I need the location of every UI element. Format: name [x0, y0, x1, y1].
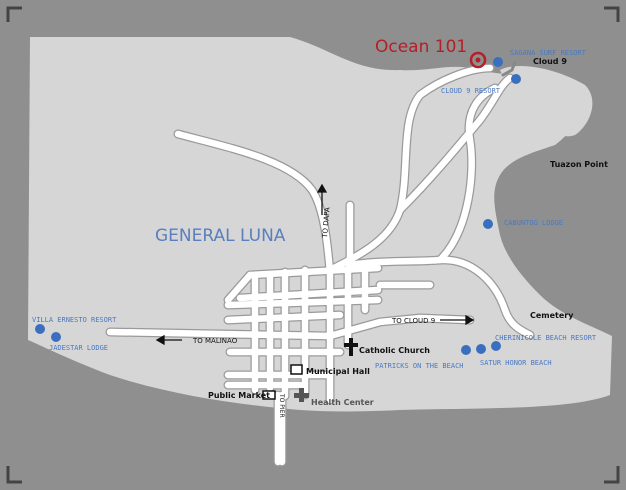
label-to-dapa: TO DAPA — [321, 207, 332, 239]
resort-dot-icon — [476, 344, 486, 354]
plus-icon — [294, 388, 309, 402]
northeast-peninsula — [500, 65, 593, 137]
road-network — [105, 63, 535, 467]
resort-dot-icon — [491, 341, 501, 351]
resort-cherinicole: CHERINICOLE BEACH RESORT — [495, 334, 597, 342]
label-health-center: Health Center — [311, 398, 374, 407]
resort-dot-icon — [511, 74, 521, 84]
resort-villa-ernesto: VILLA ERNESTO RESORT — [32, 316, 117, 324]
resort-sagana: SAGANA SURF RESORT — [510, 49, 587, 57]
label-tuazon-point: Tuazon Point — [550, 160, 608, 169]
square-icon — [290, 364, 303, 375]
resort-dots — [35, 57, 521, 355]
town-label: GENERAL LUNA — [155, 226, 286, 246]
resort-dot-icon — [493, 57, 503, 67]
cross-icon — [344, 338, 358, 356]
label-catholic-church: Catholic Church — [359, 346, 430, 355]
resort-patricks: PATRICKS ON THE BEACH — [375, 362, 464, 370]
road-fills — [106, 64, 534, 466]
label-public-market: Public Market — [208, 391, 270, 400]
label-cemetery: Cemetery — [530, 311, 574, 320]
label-to-cloud9: TO CLOUD 9 — [391, 317, 435, 325]
resort-satur-honor: SATUR HONOR BEACH — [480, 359, 552, 367]
resort-dot-icon — [461, 345, 471, 355]
map-title: Ocean 101 — [375, 37, 467, 57]
resort-dot-icon — [483, 219, 493, 229]
landmark-icons — [262, 51, 517, 402]
labels: Ocean 101 GENERAL LUNA Cloud 9 Tuazon Po… — [32, 37, 608, 418]
resort-jadestar: JADESTAR LODGE — [49, 344, 108, 352]
resort-dot-icon — [35, 324, 45, 334]
frame-corners — [6, 6, 620, 484]
resort-cloud9: CLOUD 9 RESORT — [441, 87, 501, 95]
label-cloud9: Cloud 9 — [533, 57, 567, 66]
label-to-pier: TO PIER — [278, 393, 285, 418]
label-municipal-hall: Municipal Hall — [306, 367, 370, 376]
resort-cabuntog: CABUNTOG LODGE — [504, 219, 563, 227]
cloud9-pier-icon — [501, 60, 517, 77]
resort-dot-icon — [51, 332, 61, 342]
square-icon — [262, 390, 276, 400]
target-icon — [469, 51, 487, 69]
label-to-malinao: TO MALINAO — [192, 337, 238, 345]
direction-arrows — [155, 183, 475, 346]
